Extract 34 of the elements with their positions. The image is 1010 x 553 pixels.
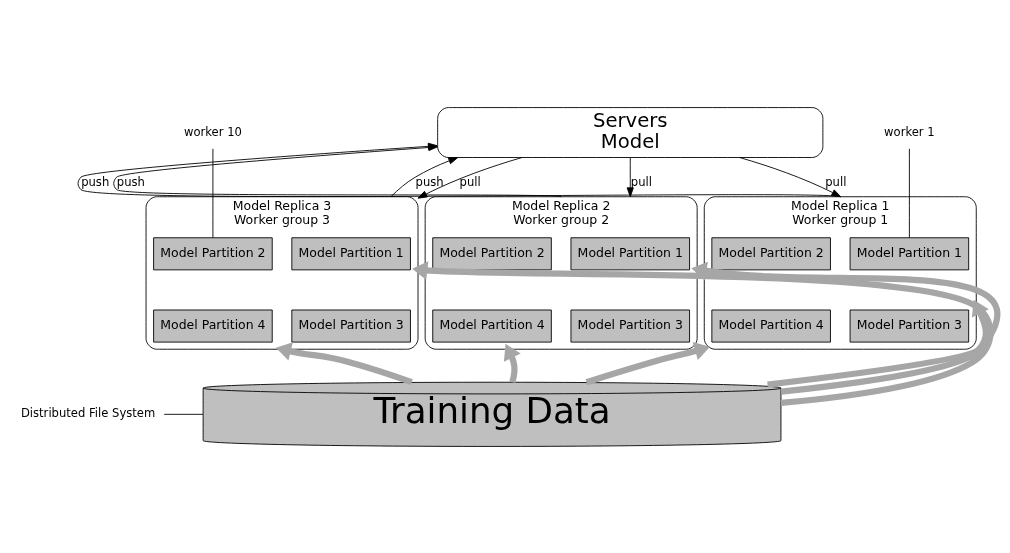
node-box: Model Partition 2: [153, 236, 273, 270]
arrow: [503, 343, 521, 383]
arrow: [417, 156, 523, 199]
arrow: [275, 341, 413, 385]
node-box: Model Partition 1: [291, 236, 411, 270]
node-text: worker 1: [884, 124, 935, 139]
arrow: [585, 341, 711, 385]
arrow: [739, 156, 842, 197]
node-box: Model Partition 3: [570, 309, 690, 343]
node-box: Model Partition 4: [432, 309, 552, 343]
node-text: Distributed File System: [20, 405, 156, 420]
node-box: Model Partition 1: [570, 236, 690, 270]
edge-label: push: [116, 174, 145, 189]
node-box: Model Partition 3: [849, 309, 970, 343]
node-box: Model Partition 4: [153, 309, 273, 343]
connector: [212, 147, 214, 238]
node-box: Model Partition 2: [711, 236, 831, 270]
arrow: [390, 156, 459, 197]
edge-label: pull: [459, 174, 481, 189]
node-box: Model Partition 4: [711, 309, 831, 343]
node-box: Model Partition 1: [849, 236, 970, 270]
arrow: [626, 156, 634, 197]
arrow: [691, 261, 1000, 395]
edge-label: pull: [630, 174, 652, 189]
connector: [908, 147, 910, 238]
node-box: Model Partition 3: [291, 309, 411, 343]
edge-label: push: [415, 174, 444, 189]
connector: [163, 413, 204, 415]
node-text: worker 10: [183, 124, 242, 139]
edge-label: push: [81, 174, 110, 189]
node-box: Model Partition 2: [432, 236, 552, 270]
arrow: [412, 260, 994, 406]
edge-label: pull: [825, 174, 847, 189]
node-box: Servers Model: [437, 106, 824, 158]
